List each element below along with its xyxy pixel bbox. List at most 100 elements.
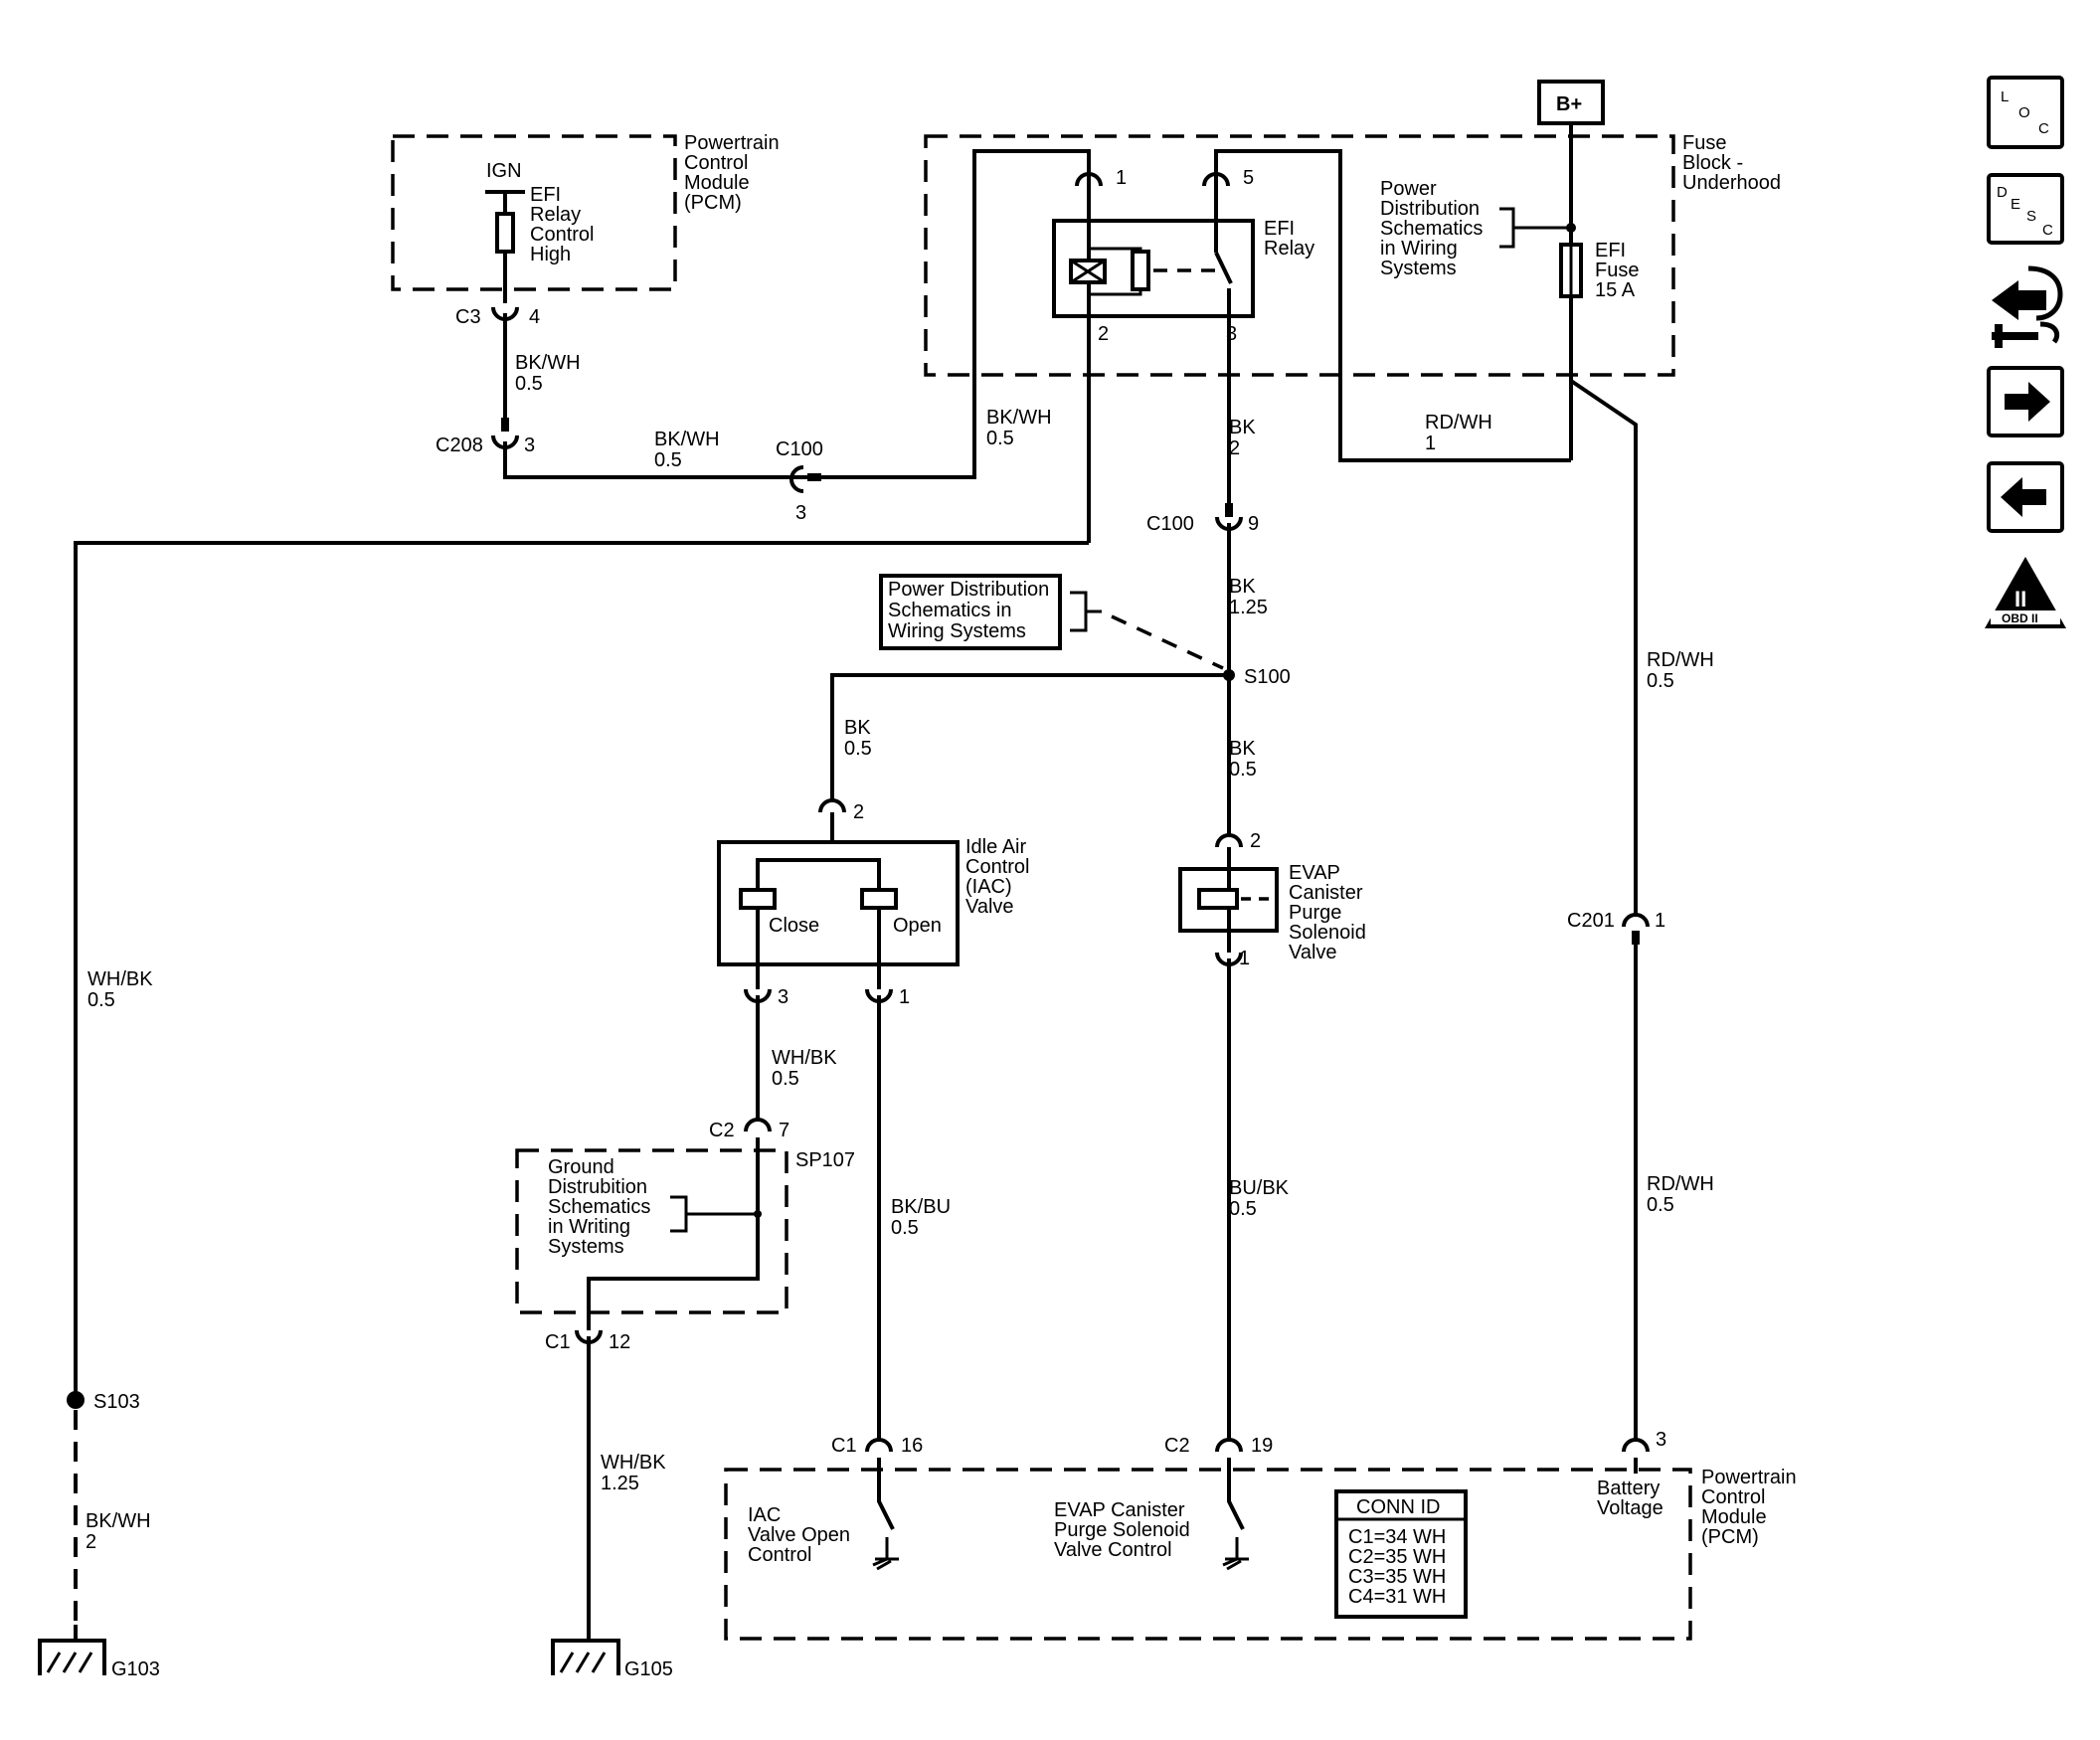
efi-relay-control-line2: Relay	[530, 204, 581, 226]
sp107-label: SP107	[795, 1149, 855, 1171]
next-arrow-icon[interactable]	[1987, 366, 2064, 437]
power-ref-line3: Schematics	[1380, 218, 1483, 240]
wire-gauge: 0.5	[654, 449, 682, 471]
loc-letter-l: L	[2001, 88, 2009, 105]
evap-title-line4: Solenoid	[1289, 922, 1366, 944]
wire-label: BK/WH	[515, 352, 581, 374]
ground-ref-line4: in Writing	[548, 1216, 630, 1238]
evap-pin1: 1	[1239, 948, 1250, 969]
g105-label: G105	[624, 1658, 673, 1680]
evap-control-line1: EVAP Canister	[1054, 1499, 1185, 1521]
c1-pin: 12	[609, 1331, 630, 1353]
c1b-pin: 16	[901, 1435, 923, 1457]
fuse-block-title-line1: Fuse	[1682, 132, 1726, 154]
wire-label: BK/BU	[891, 1196, 951, 1218]
power-ref-line2: Distribution	[1380, 198, 1480, 220]
s103-label: S103	[93, 1391, 140, 1413]
wire-label: BK	[1229, 576, 1256, 598]
efi-fuse: EFI Fuse 15 A	[1559, 240, 1639, 301]
wire-gauge: 1	[1425, 433, 1436, 454]
c1b-label: C1	[831, 1435, 857, 1457]
wire-gauge: 0.5	[1229, 759, 1257, 781]
desc-letter-e: E	[2011, 196, 2020, 213]
loc-letter-o: O	[2018, 104, 2030, 121]
resistor-symbol	[495, 212, 515, 254]
evap-pin2: 2	[1250, 830, 1261, 852]
desc-letter-s: S	[2026, 208, 2036, 225]
c100b-pin: 9	[1248, 513, 1259, 535]
wire-label: RD/WH	[1647, 649, 1714, 671]
efi-relay: 1 5 EFI Relay	[1052, 167, 1314, 318]
fuse-block-underhood: Fuse Block - Underhood	[924, 132, 1781, 377]
desc-letter-c: C	[2042, 222, 2053, 239]
loc-icon[interactable]: L O C	[1987, 76, 2064, 149]
iac-control-line2: Valve Open	[748, 1524, 850, 1546]
iac-open-coil	[860, 888, 898, 910]
c2b-pin: 19	[1251, 1435, 1273, 1457]
relay-label-line1: EFI	[1264, 218, 1295, 240]
relay-coil	[1131, 250, 1150, 291]
evap-title-line5: Valve	[1289, 942, 1337, 963]
wire-gauge: 0.5	[891, 1217, 919, 1239]
c2-pin: 7	[779, 1120, 789, 1141]
ign-label: IGN	[486, 160, 522, 182]
ground-ref-line5: Systems	[548, 1236, 624, 1258]
wire-label: RD/WH	[1647, 1173, 1714, 1195]
desc-letter-d: D	[1997, 184, 2008, 201]
s100-label: S100	[1244, 666, 1291, 688]
obd-ii-icon[interactable]: II OBD II	[1985, 557, 2066, 628]
ground-ref-line1: Ground	[548, 1156, 614, 1178]
power-distribution-reference-fuse: Power Distribution Schematics in Wiring …	[1380, 178, 1571, 279]
wire-label: WH/BK	[601, 1452, 666, 1474]
wire-label: BK	[844, 717, 871, 739]
pcm-top-title-line1: Powertrain	[684, 132, 780, 154]
pcm-pin3: 3	[1656, 1429, 1666, 1451]
previous-arrow-icon[interactable]	[1987, 461, 2064, 533]
relay-pin2: 2	[1098, 323, 1109, 345]
fuse-block-title-line2: Block -	[1682, 152, 1743, 174]
efi-relay-control-line1: EFI	[530, 184, 561, 206]
connector-c1-pcm: C1 16	[831, 1435, 923, 1457]
wire-gauge: 0.5	[844, 738, 872, 760]
evap-coil	[1197, 888, 1239, 910]
connector-c2: C2 7	[709, 1118, 789, 1141]
iac-control-line3: Control	[748, 1544, 811, 1566]
desc-icon[interactable]: D E S C	[1987, 173, 2064, 245]
wire-gauge: 0.5	[1647, 670, 1674, 692]
conn-id-row: C2=35 WH	[1348, 1546, 1446, 1568]
fuse-block-title-line3: Underhood	[1682, 172, 1781, 194]
splice-s103	[67, 1391, 85, 1409]
c201-label: C201	[1567, 910, 1615, 932]
connector-c208: C208 3	[436, 418, 535, 456]
connector-pcm-pin3: 3	[1622, 1429, 1666, 1453]
connector-c100-b: C100 9	[1146, 503, 1259, 535]
connector-c2-pcm: C2 19	[1164, 1435, 1273, 1457]
wire-gauge: 0.5	[515, 373, 543, 395]
battery-voltage-line1: Battery	[1597, 1478, 1660, 1499]
wire-gauge: 1.25	[1229, 597, 1268, 618]
power-ref-line5: Systems	[1380, 258, 1457, 279]
connector-c100-a: C100 3	[776, 438, 823, 524]
ground-ref-line3: Schematics	[548, 1196, 650, 1218]
relay-pin3: 3	[1226, 323, 1237, 345]
connector-c3: C3 4	[455, 306, 540, 428]
wire-gauge: 0.5	[772, 1068, 799, 1090]
iac-pin1: 1	[899, 986, 910, 1008]
pd-ref-line3: Wiring Systems	[888, 620, 1026, 642]
wire-label: BK	[1229, 417, 1256, 438]
wire-label: BK	[1229, 738, 1256, 760]
wire-gauge: 2	[1229, 437, 1240, 459]
obd-roman-numeral: II	[2014, 587, 2026, 611]
c208-pin: 3	[524, 435, 535, 456]
wire-gauge: 1.25	[601, 1473, 639, 1494]
pcm-bottom-title-line2: Control	[1701, 1486, 1765, 1508]
conn-id-row: C1=34 WH	[1348, 1526, 1446, 1548]
iac-title-line3: (IAC)	[965, 876, 1012, 898]
wire-gauge: 0.5	[1647, 1194, 1674, 1216]
fuse-line3: 15 A	[1595, 279, 1636, 301]
evap-title-line3: Purge	[1289, 902, 1341, 924]
c2-label: C2	[709, 1120, 735, 1141]
connector-view-icon[interactable]	[1992, 265, 2063, 348]
connector-c201: C201 1	[1567, 910, 1665, 945]
